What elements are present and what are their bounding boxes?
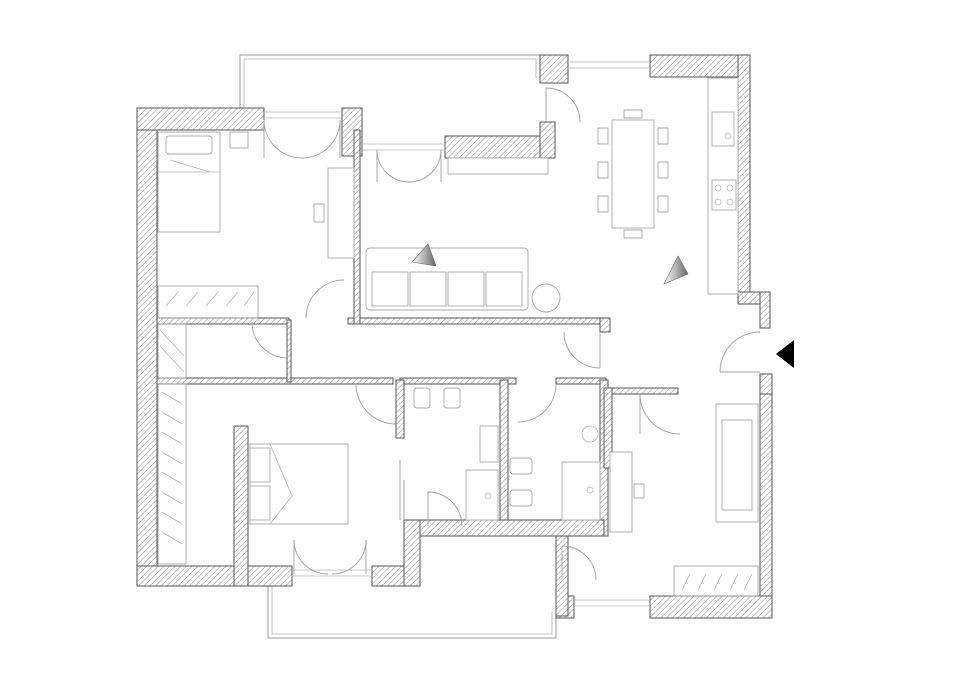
nightstand	[229, 131, 249, 149]
exterior-south-bedroom	[649, 595, 773, 619]
bathroom-1	[413, 387, 499, 521]
doors	[251, 87, 761, 581]
chair	[313, 203, 325, 223]
living-room	[365, 157, 561, 313]
cooktop	[711, 179, 737, 211]
terrace-north	[239, 54, 541, 108]
exterior-west-bedroom	[136, 107, 158, 587]
shower-1	[465, 469, 499, 521]
bedroom-south-east	[609, 403, 759, 597]
side-table	[531, 283, 561, 313]
exterior-north-living	[444, 135, 556, 159]
hallway-closet	[157, 323, 187, 379]
desk	[327, 167, 355, 259]
tv-console	[447, 157, 549, 175]
north-mark-living	[411, 243, 437, 267]
pillow	[165, 135, 213, 155]
shower-2	[561, 461, 601, 521]
wardrobe-se	[673, 565, 759, 597]
entrance-arrow	[776, 340, 794, 368]
bidet-2	[509, 489, 533, 507]
exterior-walls	[136, 54, 773, 619]
toilet-2	[509, 457, 533, 475]
bedroom-north-west	[157, 131, 355, 319]
chair-se	[633, 483, 645, 499]
desk-se	[609, 451, 633, 533]
exterior-east-kitchen	[737, 54, 751, 298]
exterior-east-bedroom	[759, 373, 773, 619]
bidet	[443, 387, 461, 409]
master-bedroom	[157, 383, 349, 565]
toilet	[413, 387, 431, 409]
exterior-south-master	[136, 565, 293, 587]
windows	[264, 61, 650, 607]
wardrobe	[157, 285, 259, 319]
dining-table	[611, 119, 655, 229]
interior-walls	[156, 129, 679, 537]
exterior-north-bedroom	[136, 107, 265, 131]
kitchen-dining	[597, 77, 739, 295]
sink-1	[479, 425, 499, 463]
balcony-south	[267, 586, 557, 639]
bathroom-2	[509, 425, 601, 521]
sink	[711, 111, 735, 147]
wardrobe-master	[157, 383, 187, 565]
north-mark-kitchen	[663, 255, 689, 285]
